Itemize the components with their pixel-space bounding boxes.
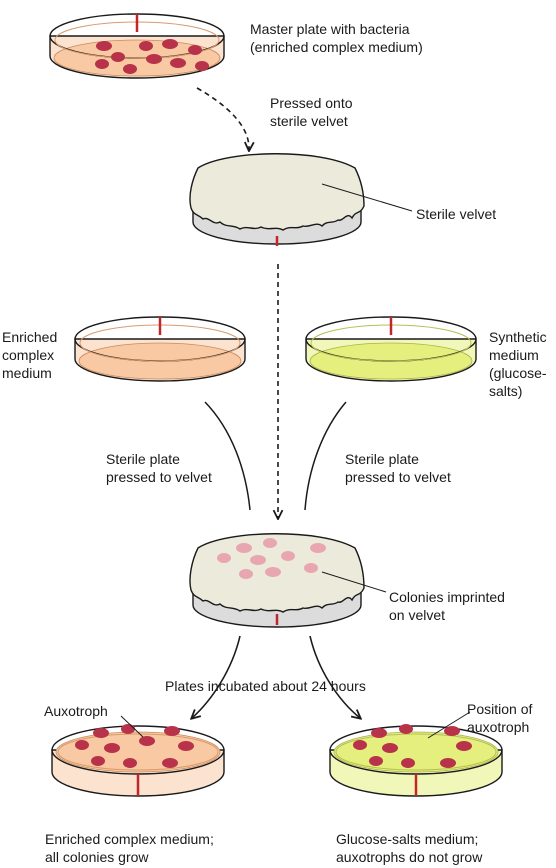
master-plate — [49, 13, 225, 79]
label-glucose-result: Glucose-salts medium; auxotrophs do not … — [336, 831, 483, 865]
label-plates-incubated: Plates incubated about 24 hours — [165, 678, 366, 694]
label-auxotroph: Auxotroph — [44, 703, 108, 719]
colony-imprints — [217, 538, 326, 579]
label-enriched-result: Enriched complex medium; all colonies gr… — [45, 831, 214, 865]
label-sterile-plate-left: Sterile plate pressed to velvet — [106, 451, 212, 485]
label-pressed-onto: Pressed onto sterile velvet — [270, 95, 353, 129]
sterile-velvet-block — [189, 153, 365, 246]
leader-colonies-imprinted — [321, 571, 387, 593]
arrow-to-enriched-result — [192, 635, 241, 718]
dashed-arrow-to-velvet — [196, 87, 249, 150]
leader-sterile-velvet — [321, 183, 413, 212]
imprinted-velvet-block — [189, 533, 365, 628]
curve-left-to-velvet — [204, 401, 251, 511]
colonies — [353, 724, 472, 768]
enriched-sterile-plate — [74, 316, 246, 382]
colonies — [95, 39, 209, 74]
glucose-result-plate — [329, 724, 503, 797]
label-sterile-velvet: Sterile velvet — [416, 206, 497, 222]
label-synthetic-medium: Synthetic medium (glucose- salts) — [489, 329, 547, 399]
velvet-cloth — [189, 153, 365, 231]
label-position-of-auxotroph: Position of auxotroph — [467, 701, 533, 735]
arrow-to-glucose-result — [309, 635, 360, 718]
leader-auxotroph — [120, 715, 144, 738]
synthetic-sterile-plate — [305, 316, 477, 382]
label-master-plate: Master plate with bacteria (enriched com… — [250, 21, 423, 55]
enriched-result-plate — [51, 724, 225, 797]
label-enriched-complex: Enriched complex medium — [2, 329, 58, 381]
auxotroph-colony — [139, 736, 155, 746]
curve-right-to-velvet — [304, 401, 347, 511]
leader-position-of-auxotroph — [427, 711, 471, 739]
label-sterile-plate-right: Sterile plate pressed to velvet — [345, 451, 451, 485]
label-colonies-imprinted: Colonies imprinted on velvet — [389, 589, 505, 623]
